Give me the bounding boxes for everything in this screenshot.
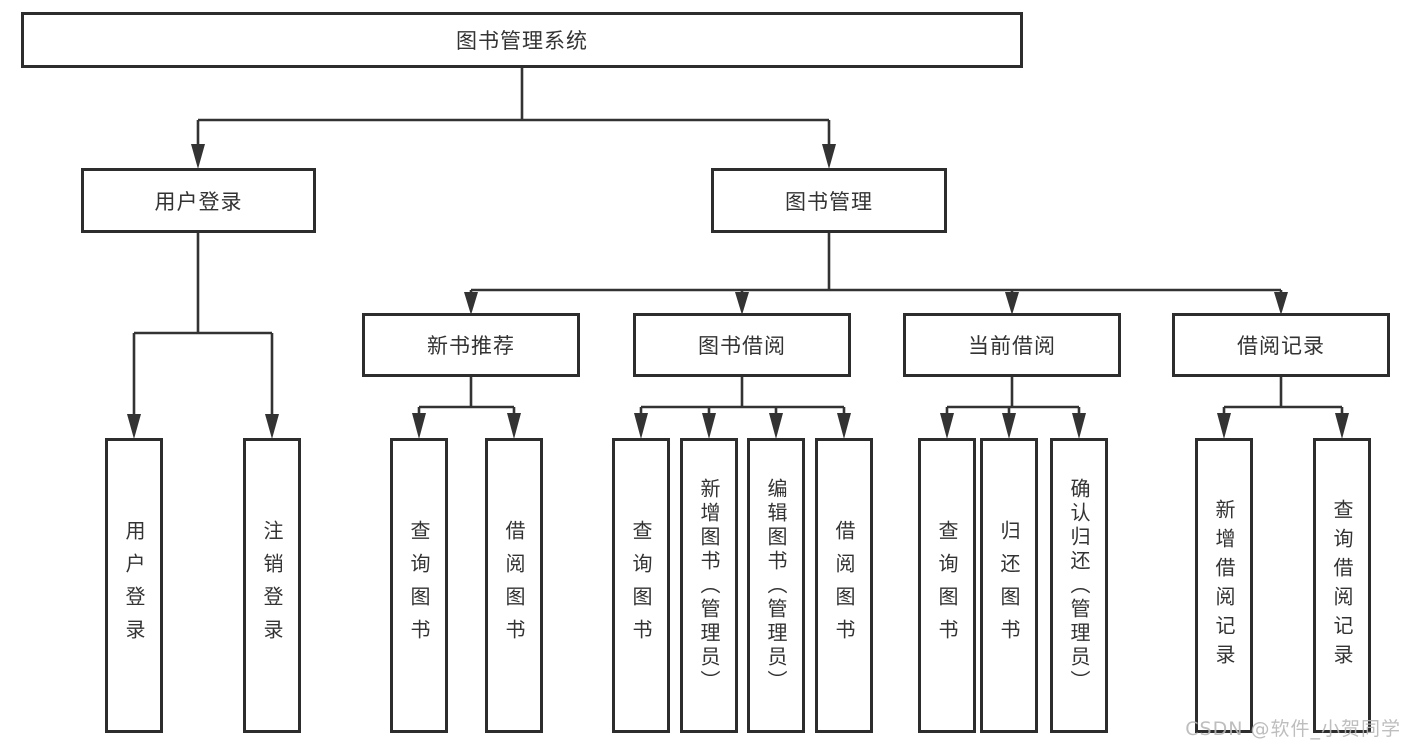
leaf-confirm-return-admin: 确认归还（管理员） bbox=[1050, 438, 1108, 733]
node-root-system: 图书管理系统 bbox=[21, 12, 1023, 68]
leaf-label: 新增借阅记录 bbox=[1212, 498, 1236, 673]
leaf-query-borrow-record: 查询借阅记录 bbox=[1313, 438, 1371, 733]
leaf-label: 借阅图书 bbox=[502, 519, 526, 652]
leaf-label: 新增图书（管理员） bbox=[697, 477, 721, 694]
node-current-borrow: 当前借阅 bbox=[903, 313, 1121, 377]
node-book-borrow: 图书借阅 bbox=[633, 313, 851, 377]
leaf-query-books-1: 查询图书 bbox=[390, 438, 448, 733]
leaf-label: 查询图书 bbox=[629, 519, 653, 652]
leaf-label: 借阅图书 bbox=[832, 519, 856, 652]
leaf-query-books-2: 查询图书 bbox=[612, 438, 670, 733]
leaf-borrow-books-1: 借阅图书 bbox=[485, 438, 543, 733]
leaf-add-books-admin: 新增图书（管理员） bbox=[680, 438, 738, 733]
leaf-logout-login: 注销登录 bbox=[243, 438, 301, 733]
leaf-query-books-3: 查询图书 bbox=[918, 438, 976, 733]
leaf-label: 用户登录 bbox=[122, 519, 146, 652]
arrowheads bbox=[127, 144, 1349, 439]
leaf-label: 归还图书 bbox=[997, 519, 1021, 652]
csdn-watermark: CSDN @软件_小贺同学 bbox=[1185, 718, 1401, 740]
node-new-book-recommend: 新书推荐 bbox=[362, 313, 580, 377]
leaf-label: 注销登录 bbox=[260, 519, 284, 652]
leaf-label: 编辑图书（管理员） bbox=[764, 477, 788, 694]
node-book-management: 图书管理 bbox=[711, 168, 947, 233]
node-user-login: 用户登录 bbox=[81, 168, 316, 233]
leaf-add-borrow-record: 新增借阅记录 bbox=[1195, 438, 1253, 733]
leaf-label: 查询图书 bbox=[407, 519, 431, 652]
node-borrow-records: 借阅记录 bbox=[1172, 313, 1390, 377]
leaf-label: 查询图书 bbox=[935, 519, 959, 652]
leaf-return-books: 归还图书 bbox=[980, 438, 1038, 733]
leaf-borrow-books-2: 借阅图书 bbox=[815, 438, 873, 733]
leaf-edit-books-admin: 编辑图书（管理员） bbox=[747, 438, 805, 733]
leaf-label: 确认归还（管理员） bbox=[1067, 477, 1091, 694]
leaf-user-login: 用户登录 bbox=[105, 438, 163, 733]
leaf-label: 查询借阅记录 bbox=[1330, 498, 1354, 673]
